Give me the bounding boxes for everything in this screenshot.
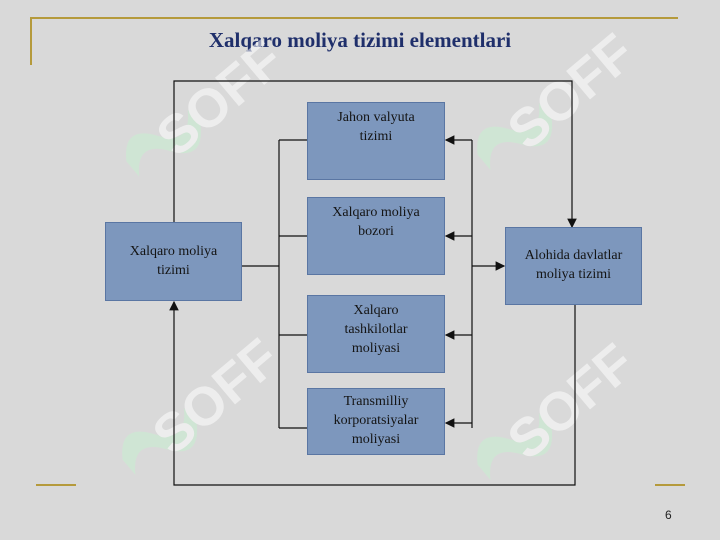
footer-left-line [36,484,76,486]
center-box-label: Transmilliy korporatsiyalar moliyasi [333,394,419,447]
right-box: Alohida davlatlar moliya tizimi [505,227,642,305]
center-box-4: Transmilliy korporatsiyalar moliyasi [307,388,445,455]
center-box-3: Xalqaro tashkilotlar moliyasi [307,295,445,373]
center-box-label: Jahon valyuta tizimi [337,110,415,144]
center-box-label: Xalqaro tashkilotlar moliyasi [344,303,408,356]
page-number: 6 [665,508,672,522]
center-box-label: Xalqaro moliya bozori [332,205,420,239]
slide-title: Xalqaro moliya tizimi elementlari [208,28,512,52]
center-box-1: Jahon valyuta tizimi [307,102,445,180]
top-accent-line [30,17,678,19]
top-loop-arrow [173,80,577,229]
left-box-label: Xalqaro moliya tizimi [129,243,218,278]
right-box-label: Alohida davlatlar moliya tizimi [524,248,623,282]
center-box-2: Xalqaro moliya bozori [307,197,445,275]
footer-right-line [655,484,685,486]
left-box: Xalqaro moliya tizimi [105,222,242,301]
bottom-loop-arrow [169,300,576,486]
left-accent-line [30,17,32,65]
